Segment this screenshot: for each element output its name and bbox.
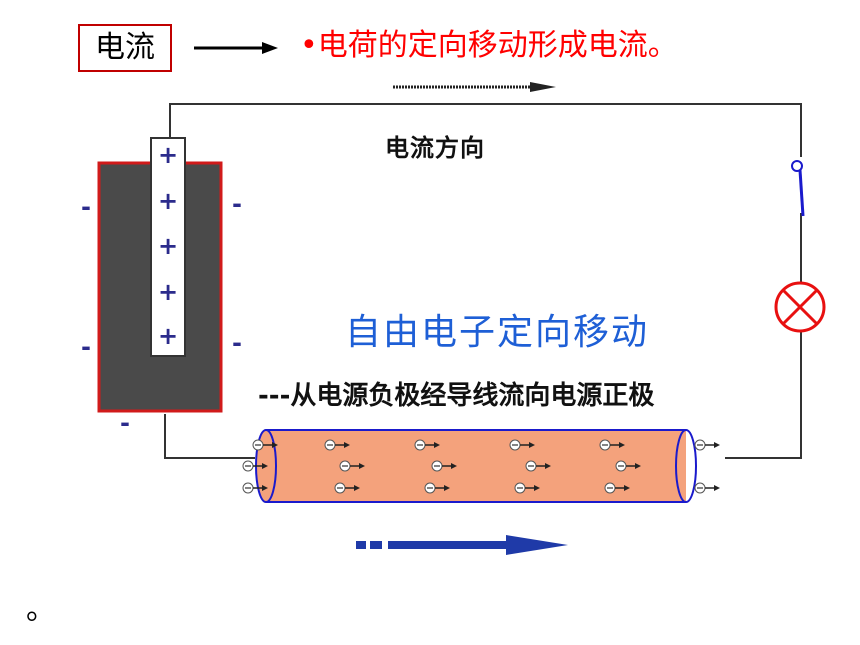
electron-arrow-head <box>444 485 450 491</box>
plus-sign: + <box>158 187 179 215</box>
minus-sign: - <box>232 190 242 218</box>
header-arrow <box>194 42 278 54</box>
electron-arrow-head <box>545 463 551 469</box>
electron-arrow-head <box>344 442 350 448</box>
minus-sign: - <box>81 333 91 361</box>
electron-arrow-head <box>635 463 641 469</box>
electron-path-label: ---从电源负极经导线流向电源正极 <box>258 381 655 411</box>
term-box: 电流 <box>78 24 172 72</box>
minus-sign: - <box>120 409 130 437</box>
electron-arrow-head <box>451 463 457 469</box>
minus-sign: - <box>232 329 242 357</box>
definition-text: •电荷的定向移动形成电流。 <box>300 28 678 63</box>
circuit-wire <box>164 103 802 459</box>
electron-arrow-head <box>534 485 540 491</box>
term-text: 电流 <box>95 30 155 65</box>
electron-motion-label: 自由电子定向移动 <box>345 312 650 353</box>
electron-arrow-head <box>714 485 720 491</box>
minus-sign: - <box>81 193 91 221</box>
current-direction-label: 电流方向 <box>385 134 485 162</box>
battery-positive-electrode <box>150 137 186 357</box>
plus-sign: + <box>158 278 179 306</box>
electron-group <box>242 439 720 494</box>
electron-arrow-head <box>619 442 625 448</box>
electron-arrow-head <box>262 485 268 491</box>
trailing-mark: 。 <box>26 592 56 627</box>
electron-arrow-head <box>354 485 360 491</box>
plus-sign: + <box>158 322 179 350</box>
electron-arrow-head <box>359 463 365 469</box>
electron-direction-arrow <box>356 535 568 555</box>
electron-arrow-head <box>714 442 720 448</box>
electron-arrow-head <box>529 442 535 448</box>
electron-arrow-head <box>262 463 268 469</box>
electron-arrow-head <box>272 442 278 448</box>
plus-sign: + <box>158 141 179 169</box>
lamp-icon <box>774 281 826 333</box>
electron-arrow-head <box>434 442 440 448</box>
current-direction-arrow <box>393 82 556 92</box>
switch-icon <box>791 160 805 217</box>
plus-sign: + <box>158 232 179 260</box>
electron-arrow-head <box>624 485 630 491</box>
